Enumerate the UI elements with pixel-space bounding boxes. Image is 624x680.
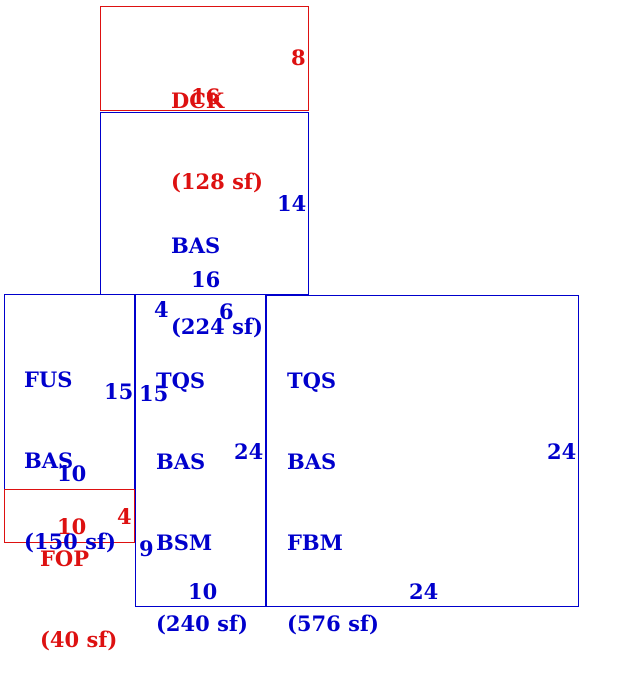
tqs-bsm-bottom-dimension: 10 — [188, 579, 218, 604]
tqs-fbm-code-2: BAS — [287, 449, 337, 474]
dck-label: DCK (128 sf) — [171, 33, 263, 222]
bas-upper-label: BAS (224 sf) — [171, 178, 263, 367]
fop-right-dimension: 4 — [117, 504, 132, 529]
fus-label: FUS BAS (150 sf) — [24, 312, 116, 582]
tqs-fbm-area — [266, 295, 579, 607]
tqs-fbm-size: (576 sf) — [287, 611, 379, 636]
tqs-bsm-area — [135, 294, 266, 607]
fop-label: FOP (40 sf) — [40, 491, 117, 680]
tqs-bsm-code-2: BAS — [156, 449, 206, 474]
bas-upper-size: (224 sf) — [171, 314, 263, 339]
bas-upper-bottom-dimension: 16 — [191, 267, 221, 292]
tqs-bsm-label: TQS BAS BSM (240 sf) — [156, 313, 248, 664]
tqs-fbm-label: TQS BAS FBM (576 sf) — [287, 313, 379, 664]
fus-code-2: BAS — [24, 448, 74, 473]
tqs-bsm-right-dimension: 24 — [234, 439, 264, 464]
bas-upper-right-dimension: 14 — [277, 191, 307, 216]
tqs-bsm-top-dimension-b: 6 — [219, 299, 234, 324]
fus-size: (150 sf) — [24, 529, 116, 554]
dck-area — [100, 6, 309, 111]
fop-code: FOP — [40, 546, 89, 571]
dck-bottom-dimension: 16 — [191, 84, 221, 109]
dck-right-dimension: 8 — [291, 45, 306, 70]
fop-bottom-dimension: 10 — [57, 514, 87, 539]
tqs-bsm-top-dimension-a: 4 — [154, 297, 169, 322]
tqs-bsm-left-dimension: 15 — [139, 381, 169, 406]
tqs-fbm-code: TQS — [287, 368, 337, 393]
dck-code: DCK — [171, 88, 225, 113]
tqs-bsm-size: (240 sf) — [156, 611, 248, 636]
tqs-fbm-code-3: FBM — [287, 530, 343, 555]
tqs-bsm-code-3: BSM — [156, 530, 213, 555]
tqs-bsm-code: TQS — [156, 368, 206, 393]
tqs-bsm-left-lower-dimension: 9 — [139, 536, 154, 561]
dck-size: (128 sf) — [171, 169, 263, 194]
fus-code: FUS — [24, 367, 73, 392]
fus-right-dimension: 15 — [104, 379, 134, 404]
tqs-fbm-right-dimension: 24 — [547, 439, 577, 464]
bas-upper-code: BAS — [171, 233, 221, 258]
fus-bottom-dimension: 10 — [57, 461, 87, 486]
tqs-fbm-bottom-dimension: 24 — [409, 579, 439, 604]
fop-area — [4, 489, 135, 543]
fop-size: (40 sf) — [40, 627, 118, 652]
